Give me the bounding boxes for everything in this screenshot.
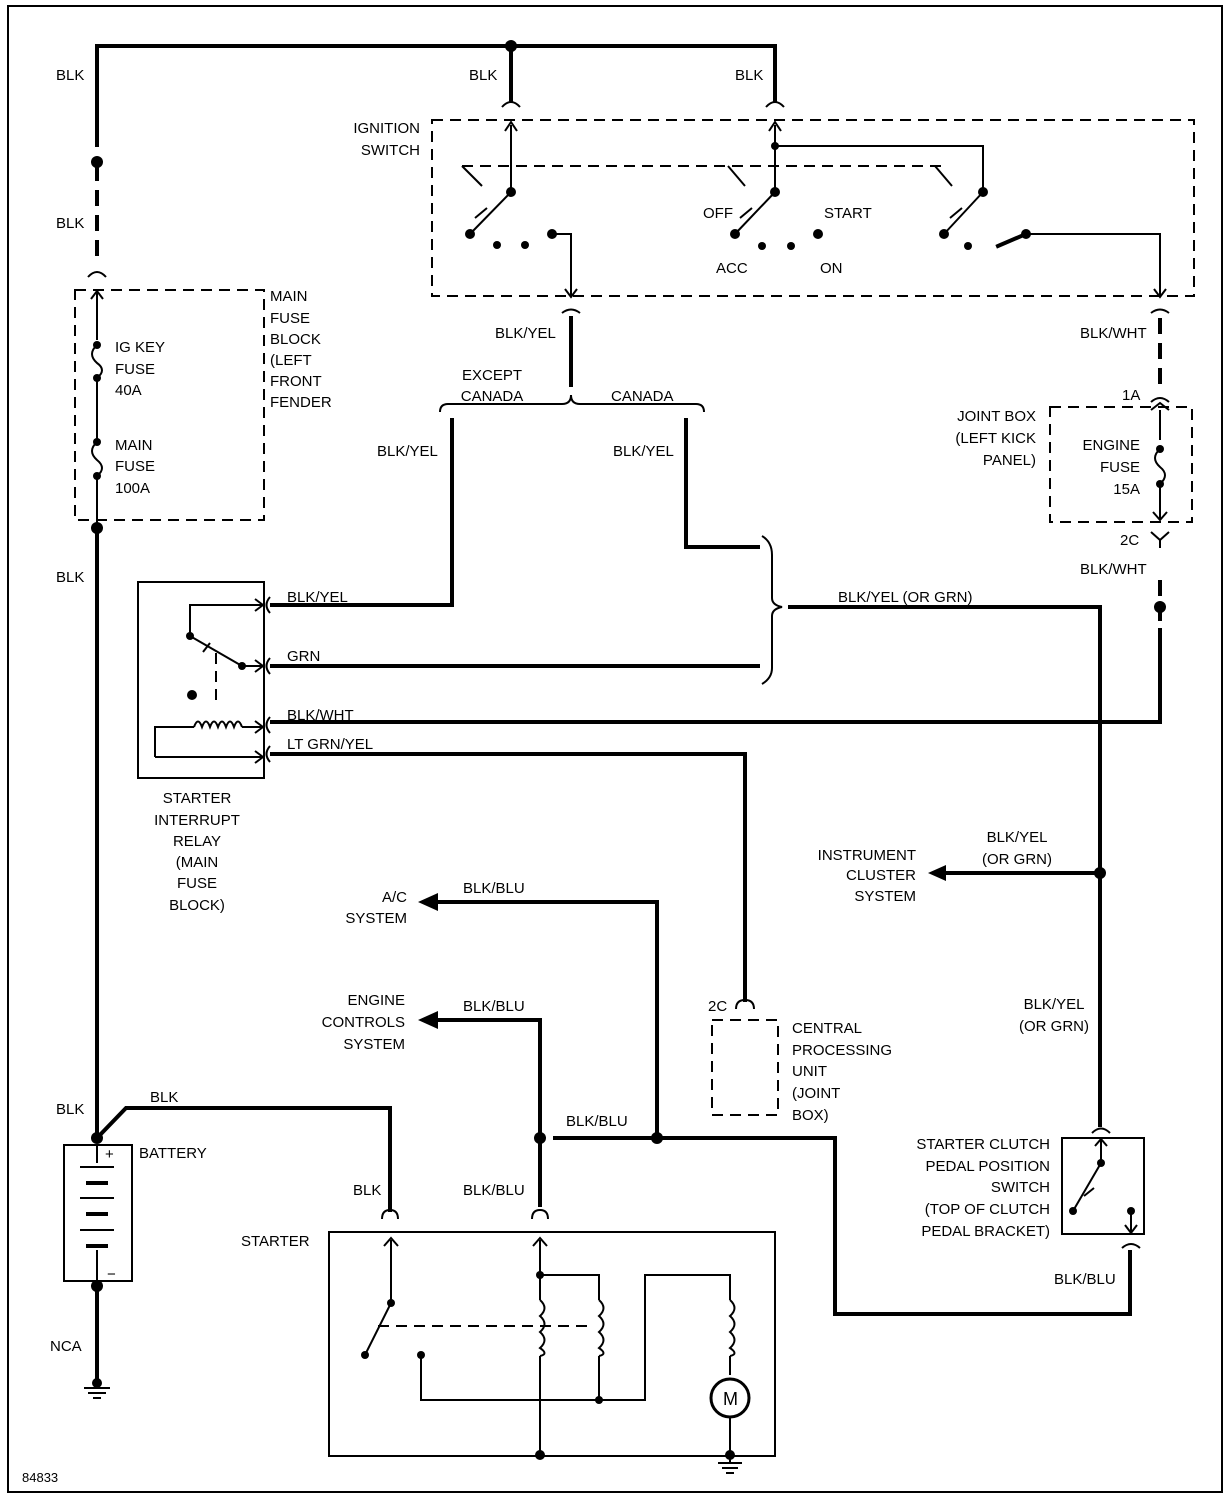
label-blk-mid: BLK [56, 569, 84, 586]
label-relay-grn: GRN [287, 648, 320, 665]
blk-blu-feeds [418, 893, 1132, 1316]
label-blk-ign-2: BLK [735, 67, 763, 84]
joint-box [270, 397, 1193, 724]
starter-interrupt-relay [137, 581, 271, 779]
page-frame [7, 5, 1223, 1493]
label-relay-blk-wht: BLK/WHT [287, 707, 354, 724]
label-blk-top-left: BLK [56, 67, 84, 84]
label-blk-wht-top: BLK/WHT [1080, 325, 1147, 342]
central-processing-unit [711, 998, 779, 1116]
starter-motor-icon [709, 1377, 751, 1419]
label-conn-2c-top: 2C [1120, 532, 1139, 549]
label-relay-lt-grn-yel: LT GRN/YEL [287, 736, 373, 753]
label-conn-1a: 1A [1122, 387, 1140, 404]
main-fuse-block [74, 289, 265, 1140]
label-blk-blu-clutch: BLK/BLU [1054, 1271, 1116, 1288]
label-blk-blu-junction: BLK/BLU [566, 1113, 628, 1130]
label-off: OFF [703, 205, 733, 222]
starter-clutch-switch [1061, 1127, 1145, 1249]
top-blk-bus [87, 40, 785, 278]
label-figure-number: 84833 [22, 1470, 58, 1485]
label-blk-upper-dash: BLK [56, 215, 84, 232]
ignition-switch [431, 119, 1195, 299]
label-battery-minus: − [107, 1266, 116, 1283]
label-blk-batt-wire: BLK [150, 1089, 178, 1106]
label-blk-ign-1: BLK [469, 67, 497, 84]
label-acc: ACC [716, 260, 748, 277]
label-battery: BATTERY [139, 1145, 207, 1162]
label-blk-batt: BLK [56, 1101, 84, 1118]
label-on: ON [820, 260, 843, 277]
label-start: START [824, 205, 872, 222]
label-motor: M [723, 1389, 738, 1409]
label-relay-blk-yel: BLK/YEL [287, 589, 348, 606]
starter [328, 1208, 776, 1474]
label-nca: NCA [50, 1338, 82, 1355]
label-battery-plus: + [105, 1146, 114, 1163]
label-blk-starter: BLK [353, 1182, 381, 1199]
label-blk-blu-ec: BLK/BLU [463, 998, 525, 1015]
label-ic-wire: BLK/YEL(OR GRN) [982, 829, 1052, 868]
label-blk-wht-mid: BLK/WHT [1080, 561, 1147, 578]
label-blk-yel-top: BLK/YEL [495, 325, 556, 342]
ignition-output-wires [270, 308, 1170, 607]
label-blk-blu-ac: BLK/BLU [463, 880, 525, 897]
label-blk-yel-left: BLK/YEL [377, 443, 438, 460]
label-blk-blu-starter: BLK/BLU [463, 1182, 525, 1199]
battery [63, 1106, 399, 1399]
label-blk-yel-right: BLK/YEL [613, 443, 674, 460]
label-clutch-wire: BLK/YEL(OR GRN) [1019, 996, 1089, 1035]
relay-output-wires [270, 535, 1106, 1127]
label-starter: STARTER [241, 1233, 310, 1250]
label-conn-2c-cpu: 2C [708, 998, 727, 1015]
label-blk-yel-or-grn: BLK/YEL (OR GRN) [838, 589, 972, 606]
label-canada: CANADA [611, 388, 674, 405]
